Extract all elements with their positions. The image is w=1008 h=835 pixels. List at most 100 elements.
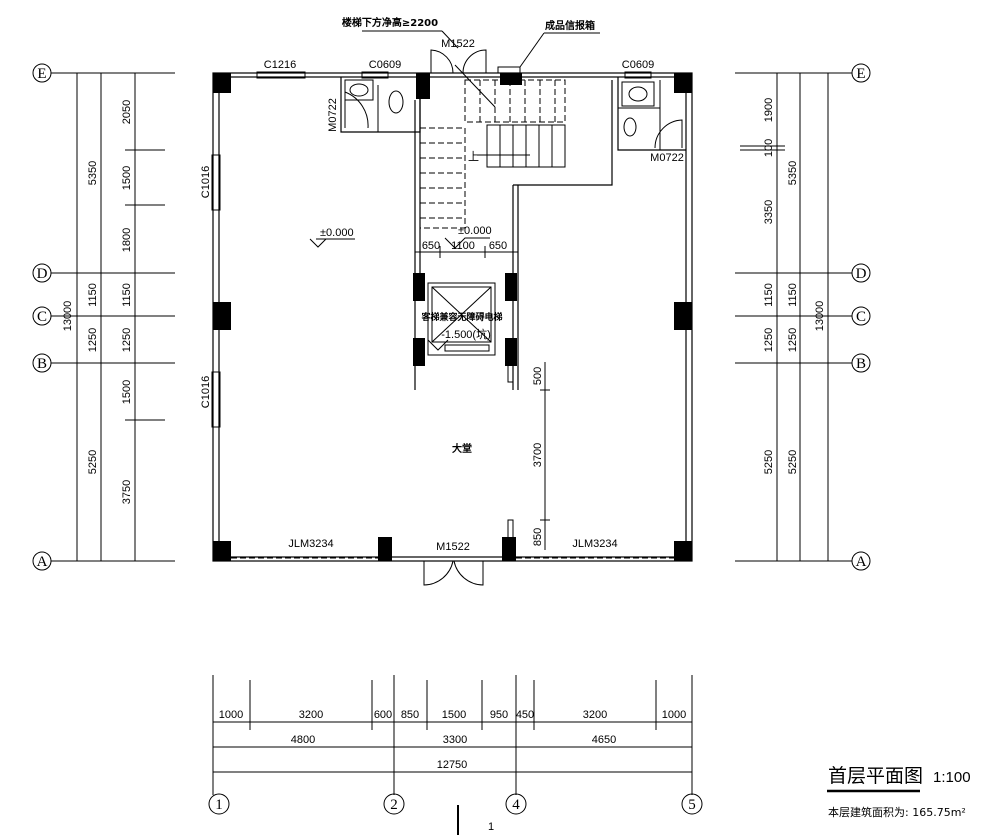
svg-text:1500: 1500 [121, 380, 133, 404]
svg-text:1150: 1150 [787, 283, 799, 307]
axis-bubble-5: 5 [681, 793, 703, 815]
svg-text:C: C [37, 309, 47, 325]
svg-text:5350: 5350 [787, 161, 799, 185]
svg-text:±0.000: ±0.000 [458, 225, 492, 237]
svg-text:1250: 1250 [87, 328, 99, 352]
svg-text:C1016: C1016 [200, 376, 212, 408]
svg-text:3350: 3350 [763, 200, 775, 224]
svg-text:5: 5 [688, 797, 696, 813]
svg-text:5250: 5250 [763, 450, 775, 474]
svg-text:M0722: M0722 [327, 98, 339, 132]
svg-text:1250: 1250 [121, 328, 133, 352]
svg-text:1800: 1800 [121, 228, 133, 252]
svg-text:2050: 2050 [121, 100, 133, 124]
svg-text:1500: 1500 [442, 709, 466, 721]
svg-text:C: C [856, 309, 866, 325]
section-mark: 1 [457, 805, 494, 835]
svg-text:B: B [856, 356, 866, 372]
svg-text:D: D [856, 266, 867, 282]
svg-text:4650: 4650 [592, 734, 616, 746]
svg-text:楼梯下方净高≥2200: 楼梯下方净高≥2200 [342, 16, 438, 29]
structural-columns [213, 73, 692, 561]
svg-text:JLM3234: JLM3234 [288, 538, 333, 550]
svg-text:C0609: C0609 [369, 59, 401, 71]
axis-bubble-d: D [32, 263, 175, 283]
svg-text:1100: 1100 [451, 240, 475, 252]
svg-text:5250: 5250 [787, 450, 799, 474]
axis-bubble-c-right: C [735, 306, 871, 326]
right-dimensions: 1900 100 3350 1150 1250 5250 5350 1150 1… [763, 98, 826, 474]
svg-text:首层平面图: 首层平面图 [828, 765, 923, 787]
svg-text:B: B [37, 356, 47, 372]
axis-bubble-2: 2 [383, 793, 405, 815]
right-axis-bubbles: E D C B A [735, 63, 871, 571]
svg-text:1250: 1250 [787, 328, 799, 352]
staircase: 上 [419, 64, 566, 229]
svg-text:1150: 1150 [121, 283, 133, 307]
svg-text:13000: 13000 [814, 301, 826, 332]
svg-text:5350: 5350 [87, 161, 99, 185]
bottom-dimensions: 1000 3200 600 850 1500 950 450 3200 1000… [208, 675, 703, 835]
svg-text:1000: 1000 [219, 709, 243, 721]
svg-text:950: 950 [490, 709, 508, 721]
svg-text:本层建筑面积为: 165.75m²: 本层建筑面积为: 165.75m² [828, 805, 966, 819]
svg-text:1: 1 [488, 821, 494, 833]
svg-text:1000: 1000 [662, 709, 686, 721]
svg-text:±0.000: ±0.000 [320, 227, 354, 239]
svg-text:650: 650 [422, 240, 440, 252]
svg-text:上: 上 [468, 150, 479, 163]
svg-text:1150: 1150 [763, 283, 775, 307]
svg-text:成品信报箱: 成品信报箱 [545, 19, 595, 32]
svg-text:12750: 12750 [437, 759, 468, 771]
left-dimensions: 13000 5350 1150 1250 5250 2050 1500 1800… [62, 100, 133, 504]
svg-text:650: 650 [489, 240, 507, 252]
svg-text:D: D [37, 266, 48, 282]
svg-text:450: 450 [516, 709, 534, 721]
svg-text:E: E [37, 66, 46, 82]
svg-text:100: 100 [763, 139, 775, 157]
building-walls: 上 客梯兼容无障碍电梯 -1.500(坑) 500 3 [211, 49, 693, 586]
svg-text:600: 600 [374, 709, 392, 721]
svg-text:1150: 1150 [87, 283, 99, 307]
svg-text:850: 850 [532, 528, 544, 546]
svg-text:-1.500(坑): -1.500(坑) [441, 327, 491, 341]
svg-text:E: E [856, 66, 865, 82]
svg-text:1:100: 1:100 [933, 769, 971, 786]
svg-text:A: A [856, 554, 867, 570]
svg-text:JLM3234: JLM3234 [572, 538, 617, 550]
svg-text:2: 2 [390, 797, 398, 813]
svg-text:C1216: C1216 [264, 59, 296, 71]
svg-text:850: 850 [401, 709, 419, 721]
svg-text:M1522: M1522 [436, 541, 470, 553]
axis-bubble-e: E [32, 63, 175, 83]
axis-bubble-d-right: D [735, 263, 871, 283]
left-axis-bubbles: E D C B A [32, 63, 175, 571]
svg-text:C1016: C1016 [200, 166, 212, 198]
svg-text:1: 1 [215, 797, 223, 813]
axis-bubble-c: C [32, 306, 175, 326]
svg-text:M1522: M1522 [441, 38, 475, 50]
svg-text:1250: 1250 [763, 328, 775, 352]
svg-text:3700: 3700 [532, 443, 544, 467]
svg-text:C0609: C0609 [622, 59, 654, 71]
svg-text:1500: 1500 [121, 166, 133, 190]
svg-text:大堂: 大堂 [452, 442, 472, 455]
plan-labels: C1216 C0609 M1522 C0609 M0722 M0722 C101… [200, 16, 684, 553]
elevator: 客梯兼容无障碍电梯 -1.500(坑) [420, 282, 503, 356]
svg-text:1900: 1900 [763, 98, 775, 122]
svg-text:客梯兼容无障碍电梯: 客梯兼容无障碍电梯 [420, 311, 502, 323]
svg-text:13000: 13000 [62, 301, 74, 332]
svg-text:A: A [37, 554, 48, 570]
svg-text:3200: 3200 [583, 709, 607, 721]
svg-text:500: 500 [532, 367, 544, 385]
svg-text:3200: 3200 [299, 709, 323, 721]
drawing-title: 首层平面图 1:100 本层建筑面积为: 165.75m² [827, 765, 971, 819]
axis-bubble-a-right: A [735, 551, 871, 571]
svg-text:5250: 5250 [87, 450, 99, 474]
svg-text:3750: 3750 [121, 480, 133, 504]
svg-text:4: 4 [512, 797, 520, 813]
axis-bubble-4: 4 [505, 793, 527, 815]
axis-bubble-b-right: B [735, 353, 871, 373]
svg-text:M0722: M0722 [650, 152, 684, 164]
